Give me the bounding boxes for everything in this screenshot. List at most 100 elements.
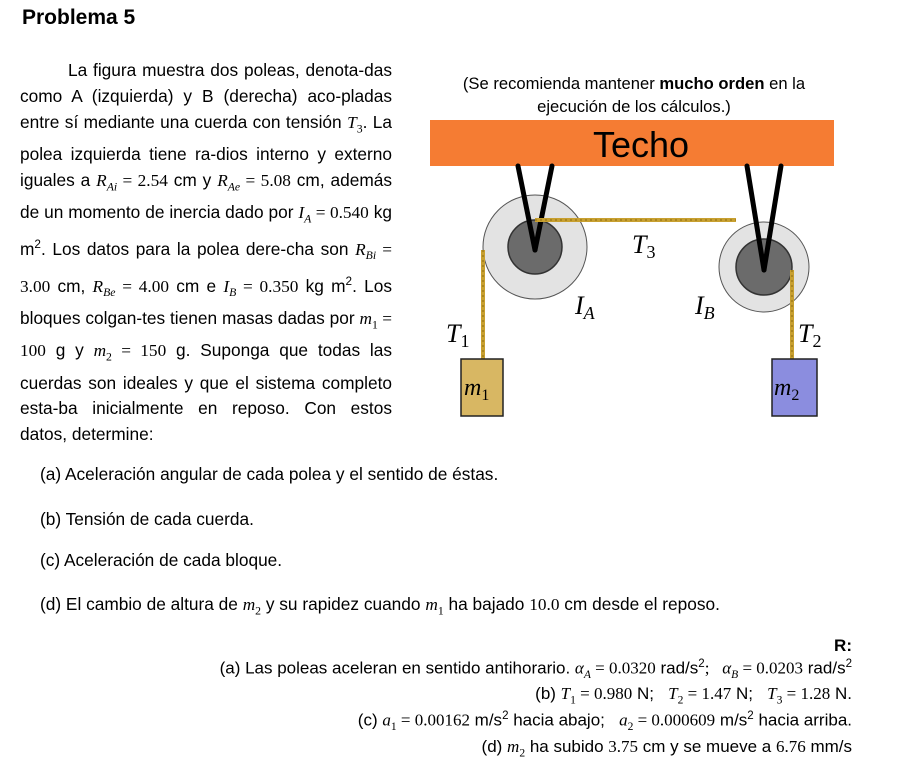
value-alphaA: = 0.0320 (590, 658, 656, 678)
superscript: 2 (345, 275, 353, 289)
answer-a: (a) Las poleas aceleran en sentido antih… (219, 658, 852, 682)
symbol-a2: a (619, 710, 628, 730)
label-T1: T1 (446, 319, 469, 351)
symbol-T1: T (560, 684, 571, 703)
answer-text: (a) Las poleas aceleran en sentido antih… (219, 658, 575, 678)
label-T3: T3 (632, 230, 655, 262)
subscript: 1 (390, 720, 397, 734)
symbol-RBe: R (92, 276, 104, 296)
symbol-T2: T (668, 684, 678, 703)
subscript: A (583, 668, 591, 682)
answer-text: (d) (481, 737, 508, 756)
label-m2: m2 (774, 375, 799, 404)
statement-text: . Los datos para la polea dere-cha son (40, 238, 356, 259)
subscript: 2 (106, 350, 112, 364)
pulley-A-support (515, 163, 555, 253)
note-bold: mucho orden (659, 74, 765, 93)
answer-text: (c) (357, 710, 383, 730)
subscript: 2 (627, 720, 634, 734)
value-RAi: = 2.54 (117, 170, 168, 190)
answer-b: (b) T1 = 0.980 N; T2 = 1.47 N; T3 = 1.28… (535, 684, 852, 706)
note-text: en la ejecución de los cálculos.) (537, 74, 806, 116)
symbol-IA: I (298, 202, 305, 222)
pulley-diagram: Techo T3 T1 T2 IA IB m1 m2 (430, 120, 834, 417)
answer-d: (d) m2 ha subido 3.75 cm y se mueve a 6.… (482, 737, 852, 759)
unit: rad/s (803, 658, 846, 678)
question-c: (c) Aceleración de cada bloque. (40, 550, 283, 570)
label-m1: m1 (464, 375, 489, 404)
answer-text: (b) (535, 684, 561, 703)
unit: m/s (715, 710, 748, 730)
symbol-RAe: R (217, 170, 228, 190)
subscript: Ai (106, 180, 118, 194)
subscript: 2 (519, 746, 526, 760)
subscript: Ae (227, 180, 241, 194)
subscript: 3 (356, 122, 363, 136)
value-speed: 6.76 (775, 737, 806, 756)
symbol-m1: m (425, 595, 438, 614)
recommendation-note: (Se recomienda mantener mucho orden en l… (430, 72, 838, 118)
symbol-T3: T (347, 112, 357, 132)
symbol-RAi: R (96, 170, 107, 190)
statement-text: cm y (167, 169, 218, 190)
unit: N. (830, 684, 852, 703)
statement-text: . Los bloques colgan-tes tienen masas da… (20, 275, 392, 329)
symbol-a1: a (382, 710, 391, 730)
question-text: cm desde el reposo. (559, 594, 720, 614)
symbol-m1: m (359, 309, 372, 329)
ceiling-label: Techo (593, 124, 689, 165)
symbol-m2: m (242, 595, 256, 614)
value-m2: = 150 (111, 341, 167, 361)
statement-text: cm, (50, 275, 93, 296)
superscript: 2 (34, 238, 41, 252)
note-text: (Se recomienda mantener (462, 74, 660, 93)
subscript: 1 (371, 318, 378, 332)
statement-text: cm, además de un momento de inercia dado… (20, 169, 392, 222)
question-a: (a) Aceleración angular de cada polea y … (40, 464, 499, 484)
statement-text: g y (45, 340, 94, 361)
answer-text: hacia arriba. (753, 710, 852, 730)
subscript: B (731, 668, 739, 682)
unit: rad/s (655, 658, 699, 678)
value-drop: 10.0 (529, 595, 560, 614)
problem-title: Problema 5 (22, 6, 136, 29)
answer-text: mm/s (805, 737, 852, 756)
statement-text: g. Suponga que todas las cuerdas son ide… (20, 340, 392, 445)
question-text: ha bajado (443, 594, 530, 614)
subscript: Bi (365, 249, 377, 263)
subscript: B (229, 286, 237, 300)
problem-statement: La figura muestra dos poleas, denota-das… (20, 58, 392, 448)
value-RBi: = 3.00 (20, 239, 392, 296)
answer-text: cm y se mueve a (638, 737, 776, 756)
question-d: (d) El cambio de altura de m2 y su rapid… (40, 594, 720, 617)
value-IB: = 0.350 (236, 276, 299, 296)
unit: kg m (298, 275, 346, 296)
subscript: 3 (776, 693, 783, 707)
statement-text: La figura muestra dos poleas, denota-das… (20, 60, 392, 132)
value-IA: = 0.540 (311, 202, 369, 222)
unit: N; (731, 684, 768, 703)
subscript: 1 (437, 604, 444, 618)
block-m2 (771, 358, 818, 417)
unit: kg m (20, 201, 392, 259)
subscript: 2 (255, 604, 262, 618)
value-RBe: = 4.00 (115, 276, 169, 296)
symbol-m2: m (93, 341, 107, 361)
rope-texture (482, 219, 793, 360)
label-IA: IA (574, 291, 596, 323)
subscript: 1 (570, 693, 576, 707)
value-a2: = 0.000609 (633, 710, 716, 730)
value-m1: = 100 (20, 309, 392, 361)
symbol-T3: T (767, 684, 777, 703)
ceiling (430, 120, 834, 166)
symbol-RBi: R (355, 239, 366, 259)
value-T1: = 0.980 (575, 684, 633, 703)
answer-c: (c) a1 = 0.00162 m/s2 hacia abajo; a2 = … (357, 710, 852, 734)
label-T2: T2 (798, 319, 821, 351)
value-alphaB: = 0.0203 (738, 658, 804, 678)
subscript: Be (103, 286, 116, 300)
question-b: (b) Tensión de cada cuerda. (40, 509, 254, 529)
value-T3: = 1.28 (782, 684, 831, 703)
answer-text: ha subido (525, 737, 609, 756)
pulley-B-support (744, 163, 784, 273)
